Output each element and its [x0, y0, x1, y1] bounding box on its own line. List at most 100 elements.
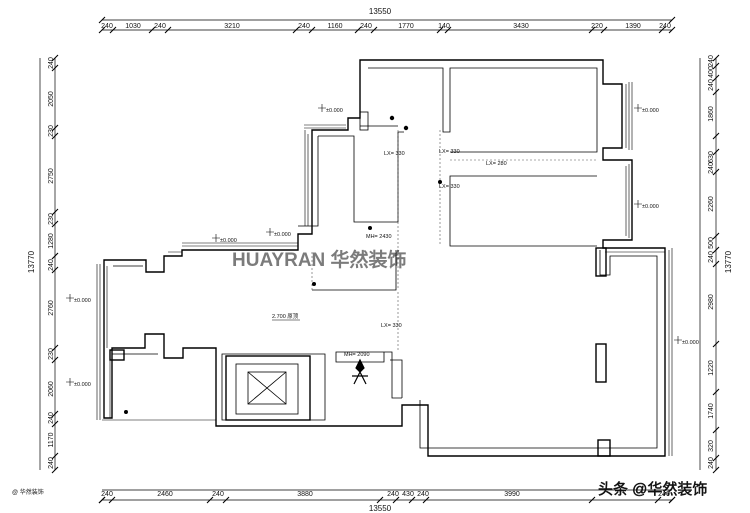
left-dimension: 240	[48, 57, 55, 69]
dimension-tick	[444, 26, 452, 34]
north-arrow-icon	[352, 358, 368, 385]
point-marker	[438, 180, 442, 184]
right-dimension: 2980	[708, 294, 715, 310]
dimension-tick	[108, 496, 116, 504]
right-dimension: 240	[708, 457, 715, 469]
bottom-total-dimension: 13550	[369, 504, 392, 513]
left-dimension: 2050	[48, 91, 55, 107]
dimension-tick	[51, 124, 59, 132]
top-dimension: 240	[659, 23, 671, 30]
dimension-tick	[408, 496, 416, 504]
right-dimension: 1860	[708, 106, 715, 122]
dimension-tick	[370, 26, 378, 34]
bottom-dimension: 3990	[504, 491, 520, 498]
right-dimension: 240	[708, 162, 715, 174]
dimension-tick	[51, 54, 59, 62]
dimension-tick	[588, 26, 596, 34]
dimension-tick	[712, 74, 720, 82]
top-total-dimension: 13550	[369, 7, 392, 16]
opening-label: LX= 280	[486, 161, 507, 167]
opening-labels: LX= 330 LX= 330 LX= 330 LX= 330 LX= 280 …	[344, 149, 507, 358]
left-dimension: 1170	[48, 432, 55, 447]
window-bedroom-1	[625, 82, 633, 150]
bottom-dimension: 430	[402, 491, 414, 498]
dimension-tick	[292, 26, 300, 34]
dimension-tick	[51, 220, 59, 228]
dimension-tick	[51, 466, 59, 474]
top-dimension: 240	[154, 23, 166, 30]
top-dimension: 240	[298, 23, 310, 30]
right-dimension: 500	[708, 237, 715, 249]
bottom-dimension: 240	[658, 491, 670, 498]
dimension-tick	[600, 26, 608, 34]
left-dimension: 230	[48, 348, 55, 360]
left-dimension: 230	[48, 213, 55, 225]
bottom-dimension: 240	[387, 491, 399, 498]
level-tag: ±0.000	[326, 108, 343, 114]
stair-core	[247, 371, 287, 405]
dimension-tick	[308, 26, 316, 34]
dimension-tick	[109, 26, 117, 34]
window-study	[304, 124, 346, 226]
left-dimension: 230	[48, 125, 55, 137]
point-marker	[389, 115, 395, 121]
dimension-tick	[51, 266, 59, 274]
corridor-walls	[298, 125, 404, 399]
dimension-tick	[712, 340, 720, 348]
footer-left-text: @ 华然装饰	[12, 488, 44, 496]
column-1	[595, 247, 607, 277]
level-tag: ±0.000	[682, 340, 699, 346]
bottom-dimension: 240	[417, 491, 429, 498]
top-dimension: 3210	[224, 23, 240, 30]
point-marker	[124, 410, 128, 414]
dimension-tick	[51, 420, 59, 428]
dimension-tick	[658, 26, 666, 34]
door-openings	[311, 130, 597, 350]
dimension-tick	[422, 496, 430, 504]
top-dimension: 140	[438, 23, 450, 30]
dimension-tick	[51, 252, 59, 260]
left-dimension: 2760	[48, 300, 55, 316]
dimension-tick	[588, 496, 596, 504]
window-top-left	[168, 242, 298, 253]
opening-label: LX= 330	[381, 323, 402, 329]
dimension-tick	[51, 356, 59, 364]
top-dimension: 240	[360, 23, 372, 30]
closet-top	[359, 111, 369, 131]
level-tag: ±0.000	[220, 238, 237, 244]
dimension-tick	[712, 388, 720, 396]
right-dimension: 400	[708, 66, 715, 78]
right-dimension: 630	[708, 151, 715, 163]
left-dimension: 1280	[48, 233, 55, 249]
right-dimension: 1740	[708, 403, 715, 419]
window-bedroom-2	[625, 164, 633, 238]
bottom-dimension: 2460	[157, 491, 173, 498]
level-markers: 2.700 原顶 ±0.000 ±0.000 ±0.000 ±0.000 ±0.…	[66, 104, 699, 388]
dimension-tick	[51, 64, 59, 72]
right-dimension: 240	[708, 79, 715, 91]
dimension-tick	[712, 260, 720, 268]
dimension-tick	[712, 88, 720, 96]
pillar-left	[109, 349, 125, 361]
dimension-tick	[712, 426, 720, 434]
dimension-tick	[51, 132, 59, 140]
dimension-tick	[712, 62, 720, 70]
dimension-tick	[712, 168, 720, 176]
dimension-tick	[376, 496, 384, 504]
symbols	[124, 115, 442, 414]
outer-wall	[103, 59, 666, 457]
bottom-dimension: 3880	[297, 491, 313, 498]
dimension-tick	[51, 452, 59, 460]
top-dimension: 1770	[398, 23, 414, 30]
dimension-tick	[712, 232, 720, 240]
dimension-tick	[51, 410, 59, 418]
bottom-dimension: 240	[101, 491, 113, 498]
bottom-dimension: 240	[212, 491, 224, 498]
dimension-tick	[436, 26, 444, 34]
dimension-tick	[51, 344, 59, 352]
opening-label: MH= 2430	[366, 234, 392, 240]
level-tag: ±0.000	[642, 108, 659, 114]
dimension-tick	[98, 26, 106, 34]
right-dimension: 240	[708, 55, 715, 67]
